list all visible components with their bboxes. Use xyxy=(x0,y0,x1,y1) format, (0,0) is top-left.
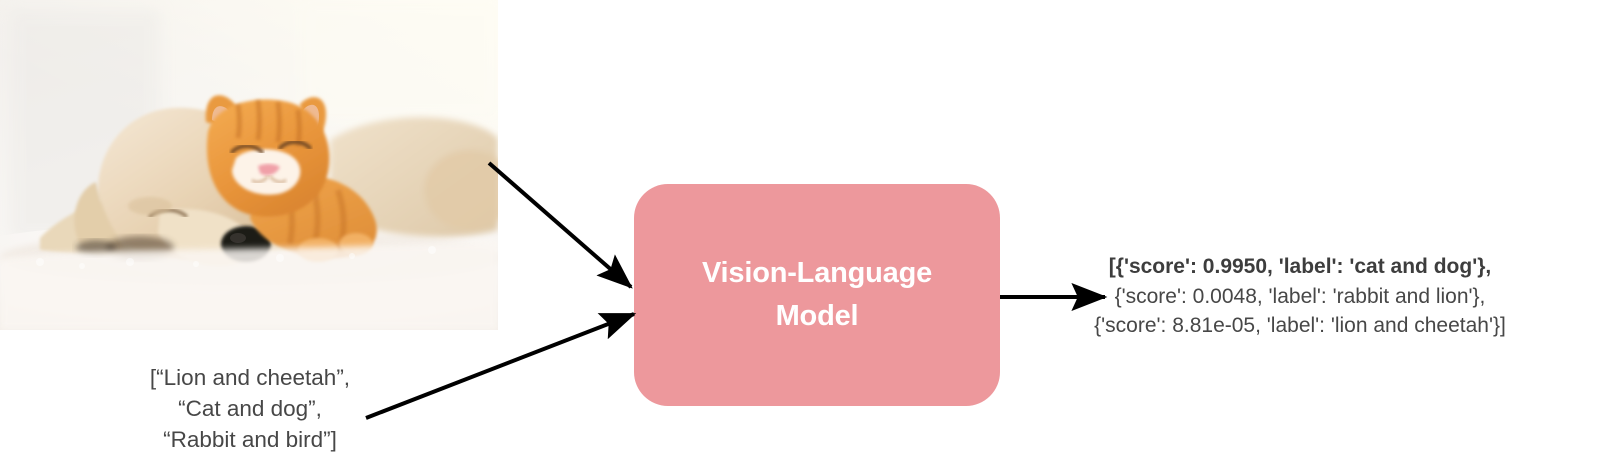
model-label: Vision-Language Model xyxy=(702,252,932,338)
vision-language-model-box[interactable]: Vision-Language Model xyxy=(634,184,1000,406)
model-output: [{'score': 0.9950, 'label': 'cat and dog… xyxy=(1020,252,1580,341)
image-to-model-arrow xyxy=(487,161,633,289)
model-label-line-2: Model xyxy=(775,300,859,332)
input-image-illustration xyxy=(0,0,498,330)
prompt-line: “Cat and dog”, xyxy=(178,396,322,421)
prompt-line: “Rabbit and bird”] xyxy=(163,427,337,452)
output-line: {'score': 0.0048, 'label': 'rabbit and l… xyxy=(1114,284,1486,308)
output-line-top-prediction: [{'score': 0.9950, 'label': 'cat and dog… xyxy=(1108,255,1492,278)
prompt-line: [“Lion and cheetah”, xyxy=(149,365,351,390)
output-line: {'score': 8.81e-05, 'label': 'lion and c… xyxy=(1094,314,1506,337)
model-label-line-1: Vision-Language xyxy=(701,257,933,289)
prompt-label-list: [“Lion and cheetah”, “Cat and dog”, “Rab… xyxy=(95,362,405,455)
input-image[interactable] xyxy=(0,0,498,330)
